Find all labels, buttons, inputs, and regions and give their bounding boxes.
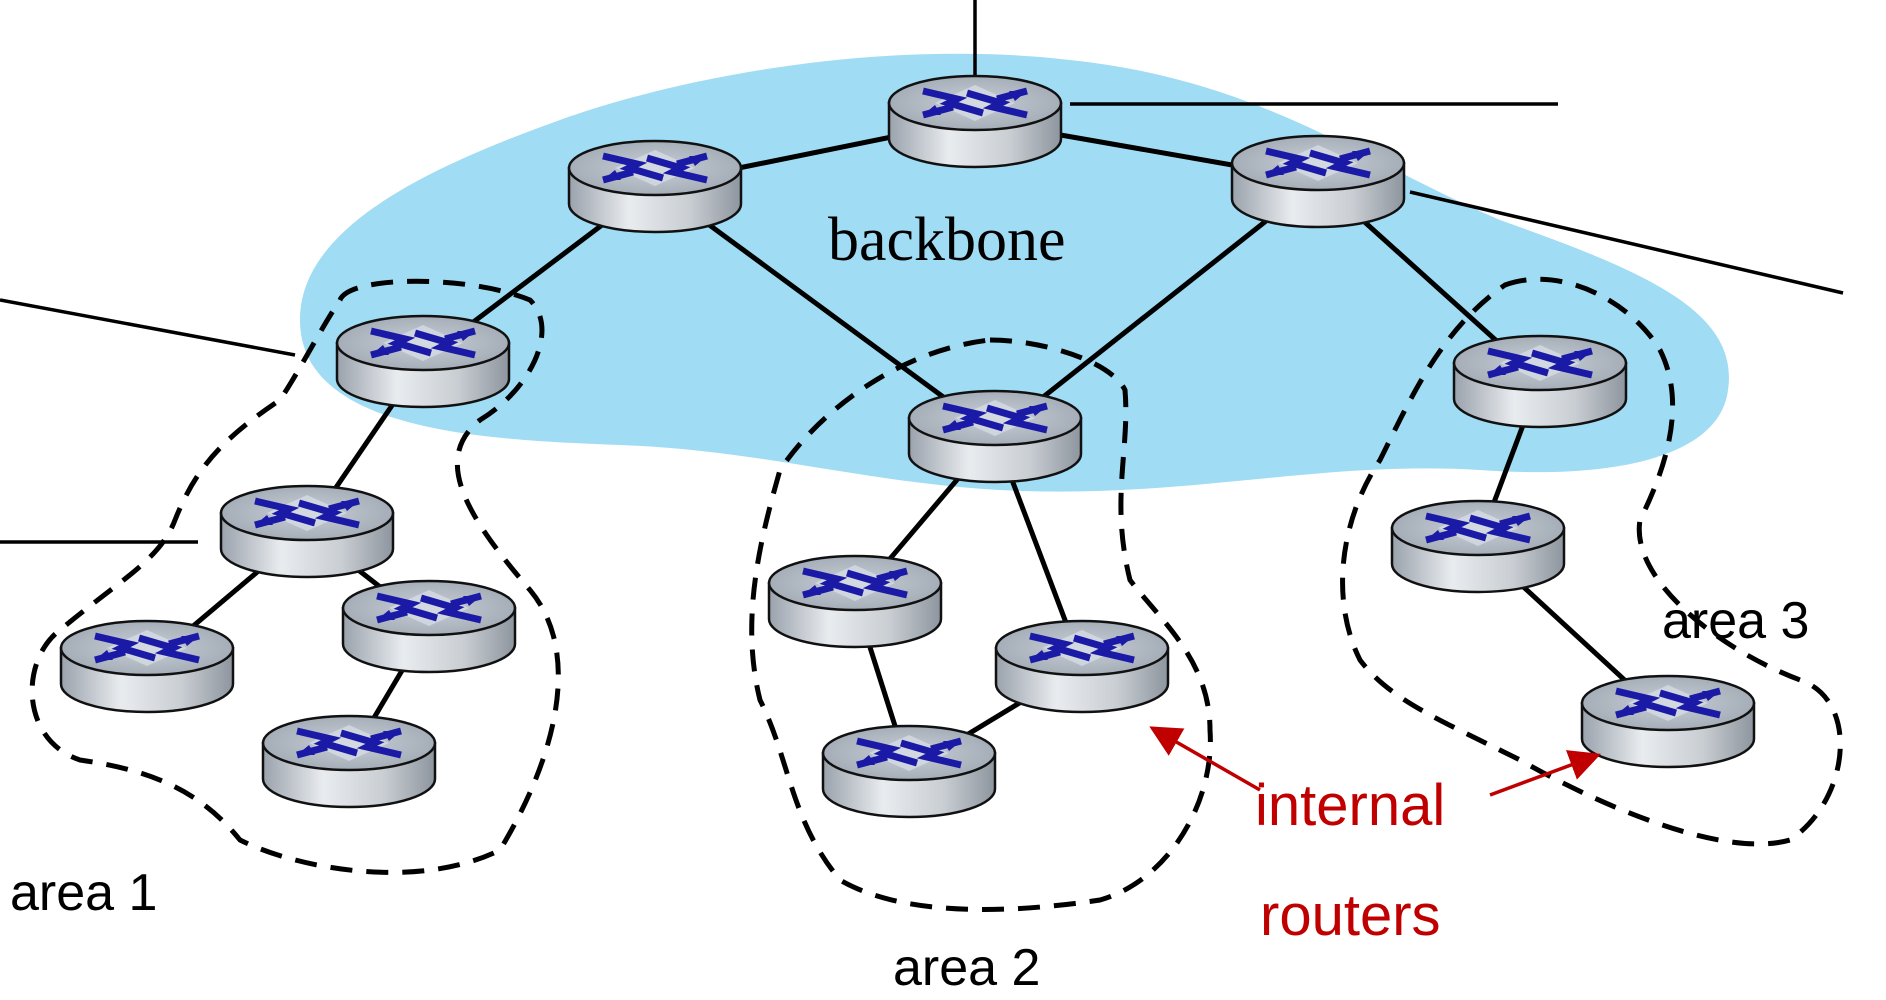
router-icon — [1454, 336, 1626, 427]
router-icon — [823, 726, 995, 817]
router-icon — [337, 316, 509, 407]
router-icon — [61, 621, 233, 712]
arrow-to-area-2-router — [1149, 726, 1261, 792]
area-3-label: area 3 — [1662, 592, 1809, 650]
area-1-label: area 1 — [10, 864, 157, 922]
backbone-label: backbone — [828, 206, 1066, 274]
router-icon — [263, 716, 435, 807]
router-icon — [343, 581, 515, 672]
internal-router-arrows — [1149, 726, 1601, 797]
link — [653, 182, 997, 438]
routers-label: routers — [1260, 883, 1441, 948]
router-icon — [1232, 136, 1404, 227]
arrow-to-area-3-router — [1489, 750, 1601, 797]
router-icon — [569, 141, 741, 232]
router-icon — [221, 486, 393, 577]
router-icon — [1582, 676, 1754, 767]
link — [993, 178, 1320, 437]
internal-label: internal — [1255, 773, 1445, 838]
external-link-right — [1409, 190, 1844, 295]
area-2-label: area 2 — [893, 939, 1040, 997]
router-icon — [1392, 501, 1564, 592]
external-links — [0, 0, 1844, 544]
router-icon — [996, 621, 1168, 712]
external-link-left — [0, 298, 296, 357]
area-3-boundary — [1340, 276, 1843, 847]
router-icon — [909, 391, 1081, 482]
area-1-boundary — [29, 278, 561, 875]
area-2-boundary — [749, 337, 1213, 913]
router-icon — [769, 556, 941, 647]
router-icon — [889, 76, 1061, 167]
